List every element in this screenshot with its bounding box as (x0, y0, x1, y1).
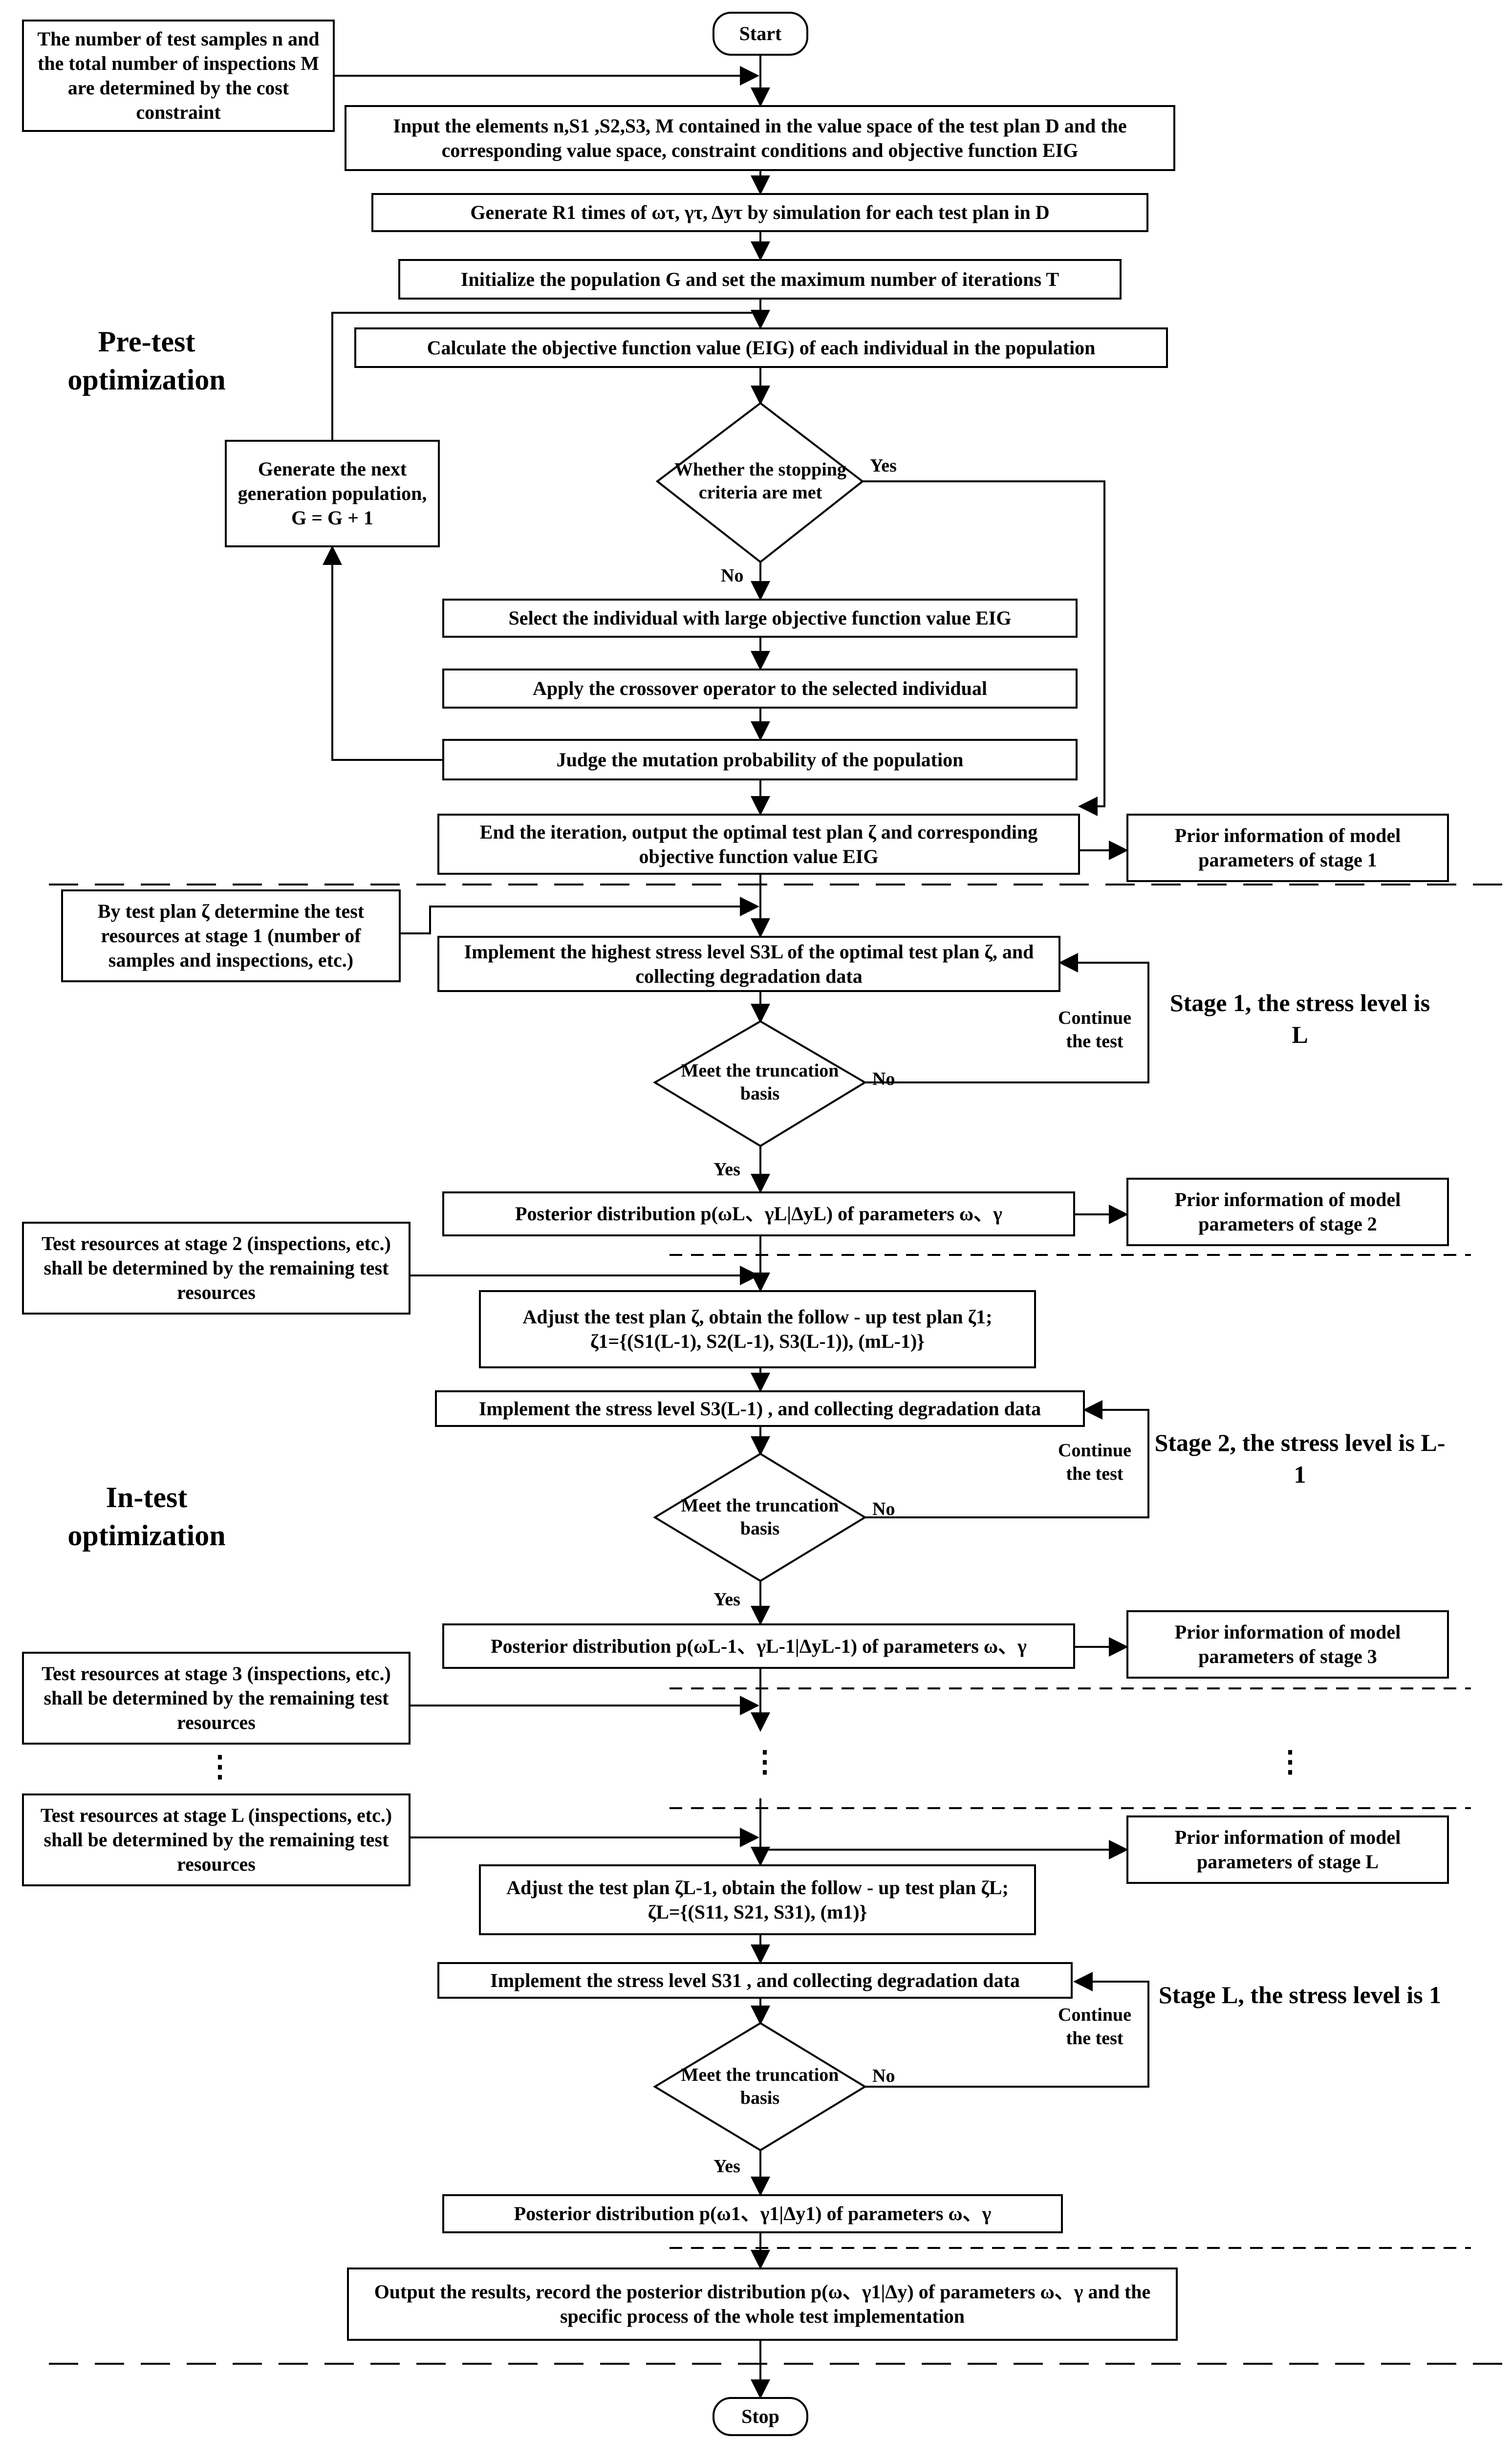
stageL-adjust-box: Adjust the test plan ζL-1, obtain the fo… (479, 1864, 1036, 1935)
stage2-adjust-formula: ζ1={(S1(L-1), S2(L-1), S3(L-1)), (mL-1)} (590, 1330, 925, 1352)
stage2-resources-note: Test resources at stage 2 (inspections, … (22, 1222, 410, 1315)
start-label: Start (739, 22, 782, 44)
generate-samples-box: Generate R1 times of ωτ, γτ, Δyτ by simu… (371, 193, 1148, 232)
stage1-posterior-box: Posterior distribution p(ωL、γL|ΔyL) of p… (442, 1191, 1075, 1236)
initialize-population-box: Initialize the population G and set the … (398, 259, 1122, 300)
stage2-implement-box: Implement the stress level S3(L-1) , and… (435, 1390, 1085, 1427)
stage1-implement-box: Implement the highest stress level S3L o… (437, 936, 1060, 992)
stage2-continue-label: Continue the test (1058, 1440, 1131, 1484)
stage1-truncation-label: Meet the truncation basis (681, 1060, 839, 1104)
stage2-no-label: No (872, 1499, 895, 1519)
in-test-title: In-test optimization (67, 1481, 226, 1552)
stage1-yes-label: Yes (713, 1159, 740, 1180)
stage2-truncation-label: Meet the truncation basis (681, 1495, 839, 1539)
stop-label: Stop (741, 2405, 779, 2427)
stageL-adjust-formula: ζL={(S11, S21, S31), (m1)} (648, 1900, 867, 1923)
stop-terminal: Stop (713, 2397, 808, 2436)
stage2-posterior-box: Posterior distribution p(ωL-1、γL-1|ΔyL-1… (442, 1623, 1075, 1669)
stage3-resources-note: Test resources at stage 3 (inspections, … (22, 1652, 410, 1745)
stageL-truncation-label: Meet the truncation basis (681, 2064, 839, 2109)
mutation-box: Judge the mutation probability of the po… (442, 739, 1078, 780)
prior-stage1-box: Prior information of model parameters of… (1126, 814, 1449, 882)
stageL-implement-box: Implement the stress level S31 , and col… (437, 1962, 1073, 1999)
stageL-no-label: No (872, 2066, 895, 2086)
prior-stage2-box: Prior information of model parameters of… (1126, 1178, 1449, 1246)
stage1-no-label: No (872, 1069, 895, 1089)
stage2-label: Stage 2, the stress level is L-1 (1154, 1429, 1446, 1488)
ellipsis-left: ⋮ (205, 1750, 235, 1783)
stage1-continue-label: Continue the test (1058, 1008, 1131, 1052)
input-elements-box: Input the elements n,S1 ,S2,S3, M contai… (345, 105, 1175, 171)
cost-constraint-note: The number of test samples n and the tot… (22, 20, 335, 132)
stage1-resources-note: By test plan ζ determine the test resour… (61, 889, 401, 982)
ellipsis-right: ⋮ (1275, 1746, 1305, 1778)
stopping-criteria-label: Whether the stopping criteria are met (674, 459, 846, 503)
select-individual-box: Select the individual with large objecti… (442, 599, 1078, 638)
end-iteration-box: End the iteration, output the optimal te… (437, 814, 1080, 875)
stageL-label: Stage L, the stress level is 1 (1158, 1981, 1442, 2008)
stage2-adjust-box: Adjust the test plan ζ, obtain the follo… (479, 1290, 1036, 1368)
no-label-stop: No (721, 565, 744, 586)
stage2-yes-label: Yes (713, 1589, 740, 1610)
calculate-objective-box: Calculate the objective function value (… (354, 327, 1168, 368)
ellipsis-center: ⋮ (750, 1746, 779, 1778)
stage1-label: Stage 1, the stress level is L (1169, 989, 1430, 1048)
output-results-box: Output the results, record the posterior… (347, 2267, 1178, 2341)
stageL-resources-note: Test resources at stage L (inspections, … (22, 1793, 410, 1886)
prior-stage3-box: Prior information of model parameters of… (1126, 1610, 1449, 1679)
start-terminal: Start (713, 12, 808, 56)
yes-label-stop: Yes (870, 455, 897, 476)
stageL-yes-label: Yes (713, 2156, 740, 2177)
pre-test-title: Pre-test optimization (67, 325, 226, 396)
next-generation-box: Generate the next generation population,… (225, 440, 440, 547)
stageL-continue-label: Continue the test (1058, 2005, 1131, 2049)
crossover-box: Apply the crossover operator to the sele… (442, 669, 1078, 709)
stageL-posterior-box: Posterior distribution p(ω1、γ1|Δy1) of p… (442, 2194, 1063, 2233)
prior-stageL-box: Prior information of model parameters of… (1126, 1815, 1449, 1884)
